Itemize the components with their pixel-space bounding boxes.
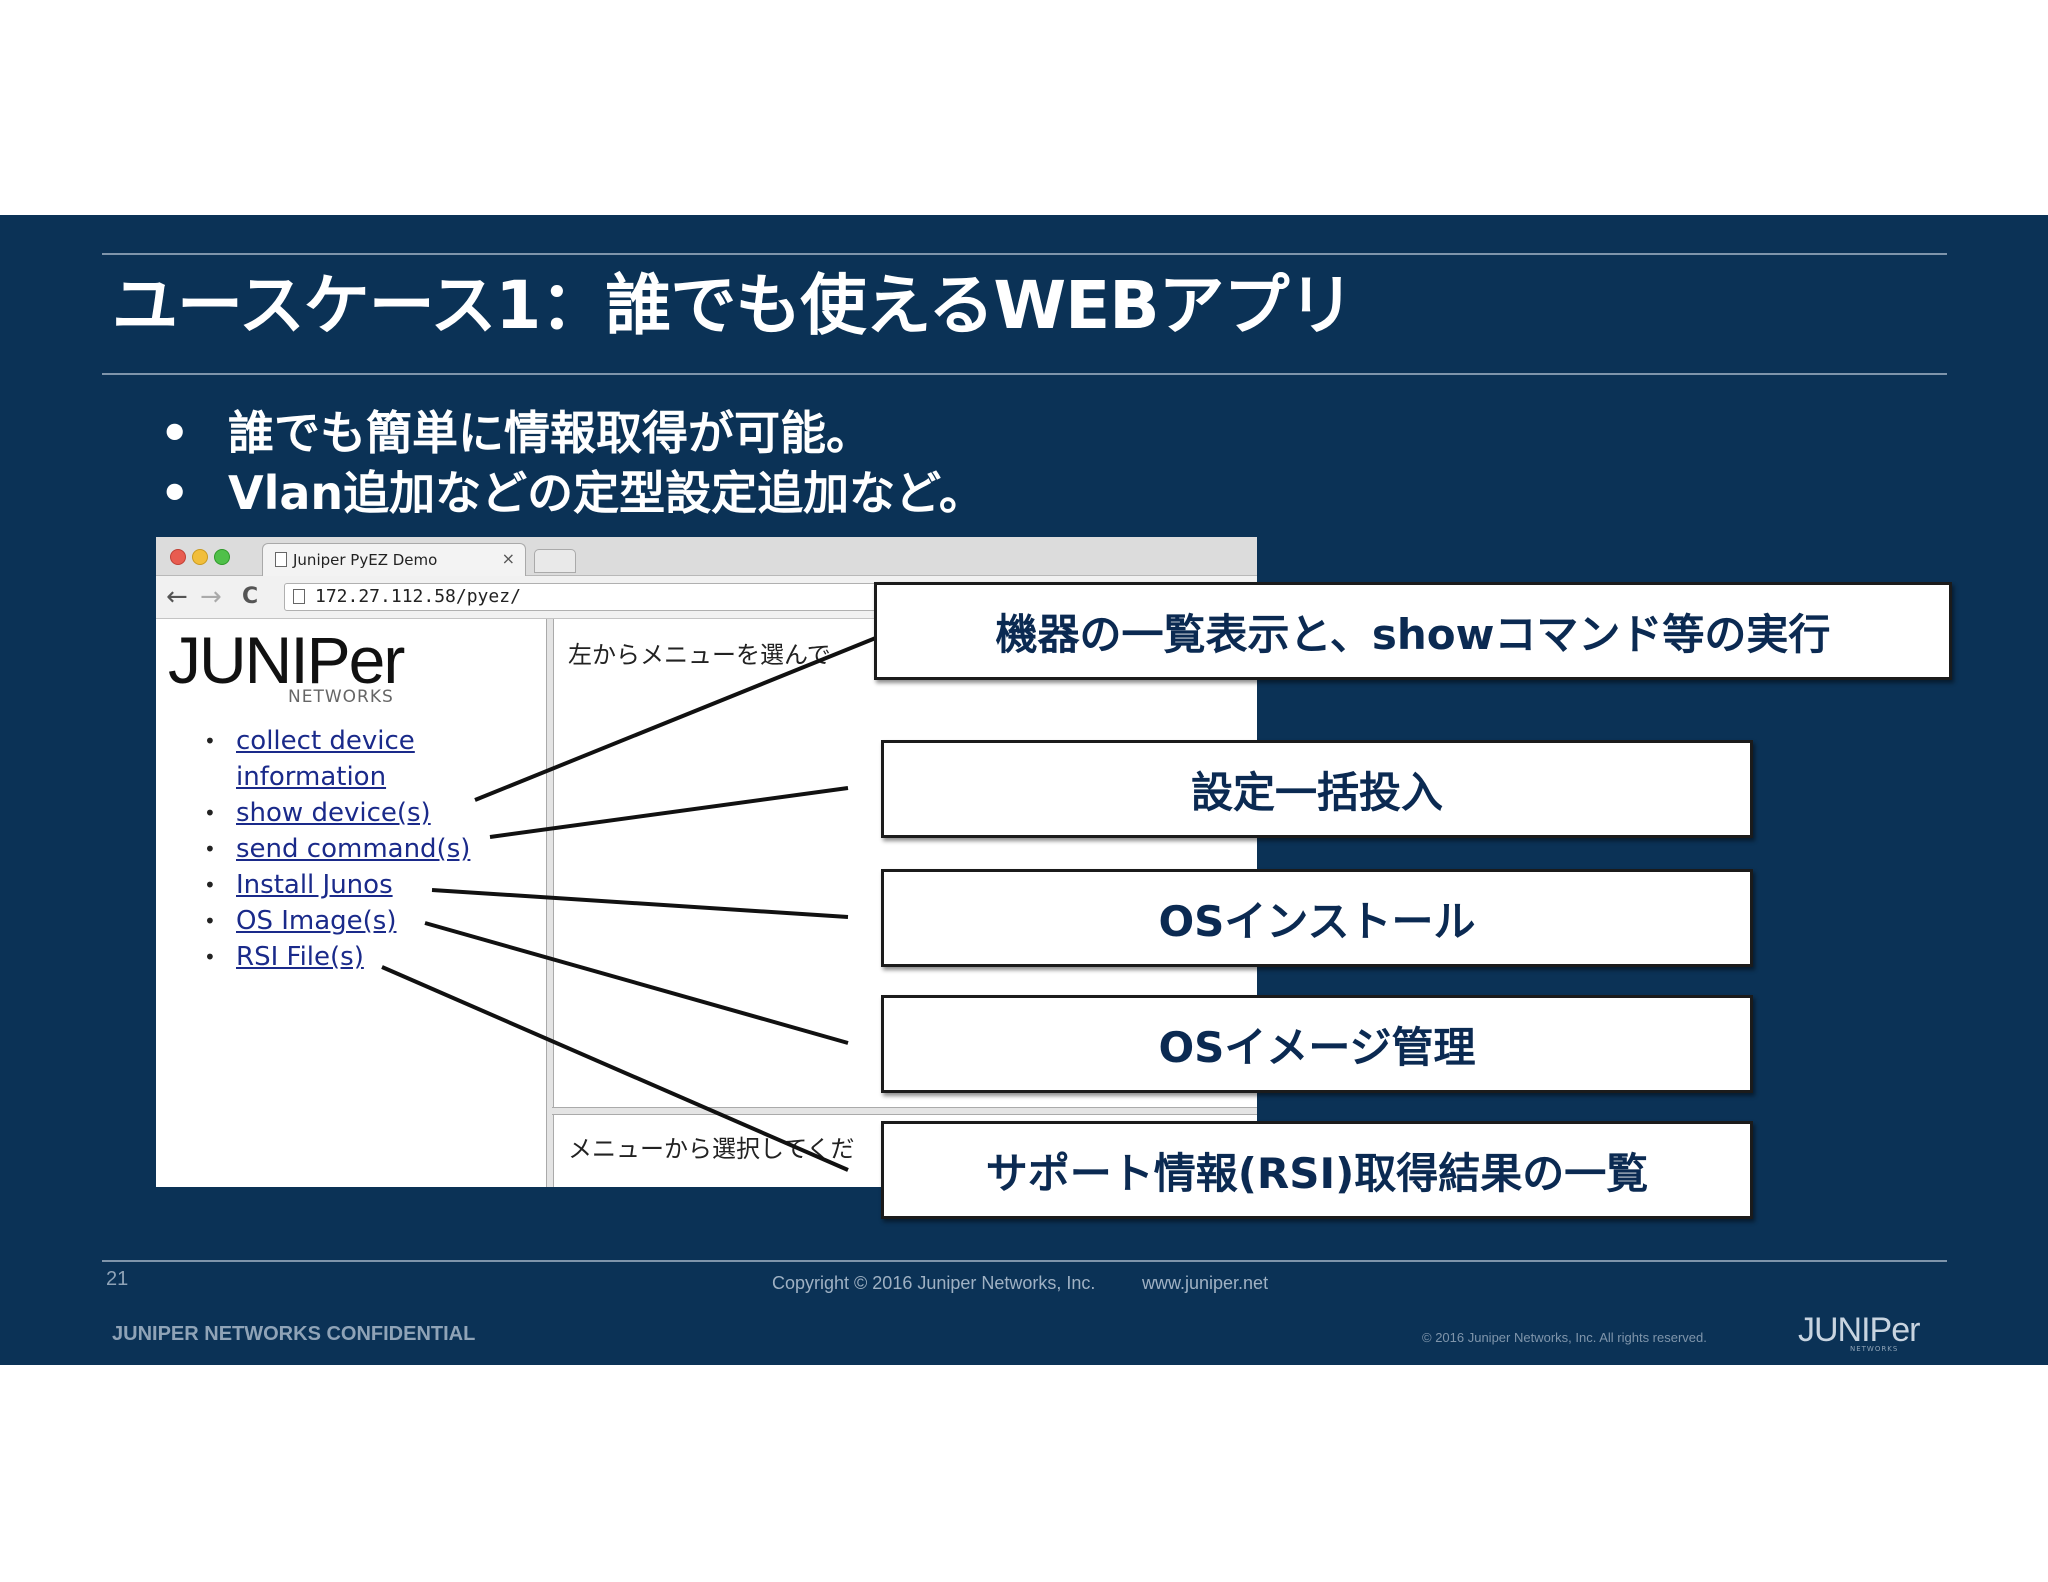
bottom-frame-text: メニューから選択してくだ — [568, 1135, 855, 1163]
page-icon — [275, 552, 287, 567]
connector-line — [381, 965, 849, 1172]
back-arrow-icon[interactable]: ← — [166, 582, 188, 612]
bullet-text: Vlan追加などの定型設定追加など。 — [228, 466, 985, 520]
callout-rsi-results: サポート情報(RSI)取得結果の一覧 — [881, 1121, 1753, 1219]
bullet-dot: • — [204, 909, 216, 933]
page-icon — [293, 589, 305, 604]
bullet-text: 誰でも簡単に情報取得が可能。 — [228, 406, 872, 460]
page-number: 21 — [106, 1268, 129, 1290]
bullet-dot: • — [204, 729, 216, 753]
menu-link-collect-device[interactable]: collect device — [236, 726, 415, 756]
footer-logo-subtitle: NETWORKS — [1850, 1345, 1899, 1353]
zoom-window-icon[interactable] — [214, 549, 230, 565]
callout-bulk-config: 設定一括投入 — [881, 740, 1753, 838]
reload-icon[interactable]: C — [242, 584, 259, 609]
bullet-dot: • — [204, 801, 216, 825]
menu-link-show-devices[interactable]: show device(s) — [236, 798, 431, 828]
slide-title: ユースケース1：誰でも使えるWEBアプリ — [112, 267, 1355, 344]
connector-line — [489, 786, 849, 839]
website-text: www.juniper.net — [1142, 1273, 1269, 1293]
url-text: 172.27.112.58/pyez/ — [315, 586, 521, 607]
bullet-dot: • — [204, 873, 216, 897]
menu-link-install-junos[interactable]: Install Junos — [236, 870, 393, 900]
connector-lines — [381, 631, 889, 1172]
tab-title: Juniper PyEZ Demo — [293, 551, 438, 569]
title-top-rule — [102, 253, 1947, 255]
tab-close-icon[interactable]: × — [501, 549, 515, 568]
browser-tab-bar: Juniper PyEZ Demo × — [156, 537, 1257, 576]
footer-logo: JUNIPer — [1798, 1311, 1920, 1349]
title-bottom-rule — [102, 373, 1947, 375]
menu-link-send-commands[interactable]: send command(s) — [236, 834, 471, 864]
minimize-window-icon[interactable] — [192, 549, 208, 565]
footer-rule — [102, 1260, 1947, 1262]
frame-divider-vertical[interactable] — [546, 619, 554, 1187]
connector-line — [424, 921, 849, 1045]
close-window-icon[interactable] — [170, 549, 186, 565]
juniper-logo-subtitle: NETWORKS — [288, 687, 394, 707]
new-tab-button[interactable] — [534, 549, 576, 573]
callout-os-image-management: OSイメージ管理 — [881, 995, 1753, 1093]
browser-tab[interactable]: Juniper PyEZ Demo × — [262, 543, 526, 576]
bullet-dot: • — [204, 837, 216, 861]
bullet-dot: • — [204, 945, 216, 969]
bullet-dot: • — [160, 406, 190, 460]
callout-device-list: 機器の一覧表示と、showコマンド等の実行 — [874, 582, 1952, 680]
connector-line — [431, 888, 849, 919]
callout-os-install: OSインストール — [881, 869, 1753, 967]
juniper-logo: JUNIPer — [168, 623, 405, 697]
copyright-text: Copyright © 2016 Juniper Networks, Inc. — [772, 1273, 1096, 1293]
confidential-label: JUNIPER NETWORKS CONFIDENTIAL — [112, 1323, 476, 1345]
menu-link-rsi-files[interactable]: RSI File(s) — [236, 942, 364, 972]
menu-link-collect-device-line2[interactable]: information — [236, 762, 387, 792]
slide: ユースケース1：誰でも使えるWEBアプリ • 誰でも簡単に情報取得が可能。 • … — [0, 215, 2048, 1365]
connector-line — [474, 631, 889, 802]
main-frame-text: 左からメニューを選んで — [568, 641, 831, 669]
rights-text: © 2016 Juniper Networks, Inc. All rights… — [1422, 1330, 1707, 1345]
bullet-dot: • — [160, 466, 190, 520]
menu-link-os-images[interactable]: OS Image(s) — [236, 906, 397, 936]
forward-arrow-icon[interactable]: → — [200, 582, 222, 612]
frame-divider-horizontal[interactable] — [552, 1107, 1257, 1115]
